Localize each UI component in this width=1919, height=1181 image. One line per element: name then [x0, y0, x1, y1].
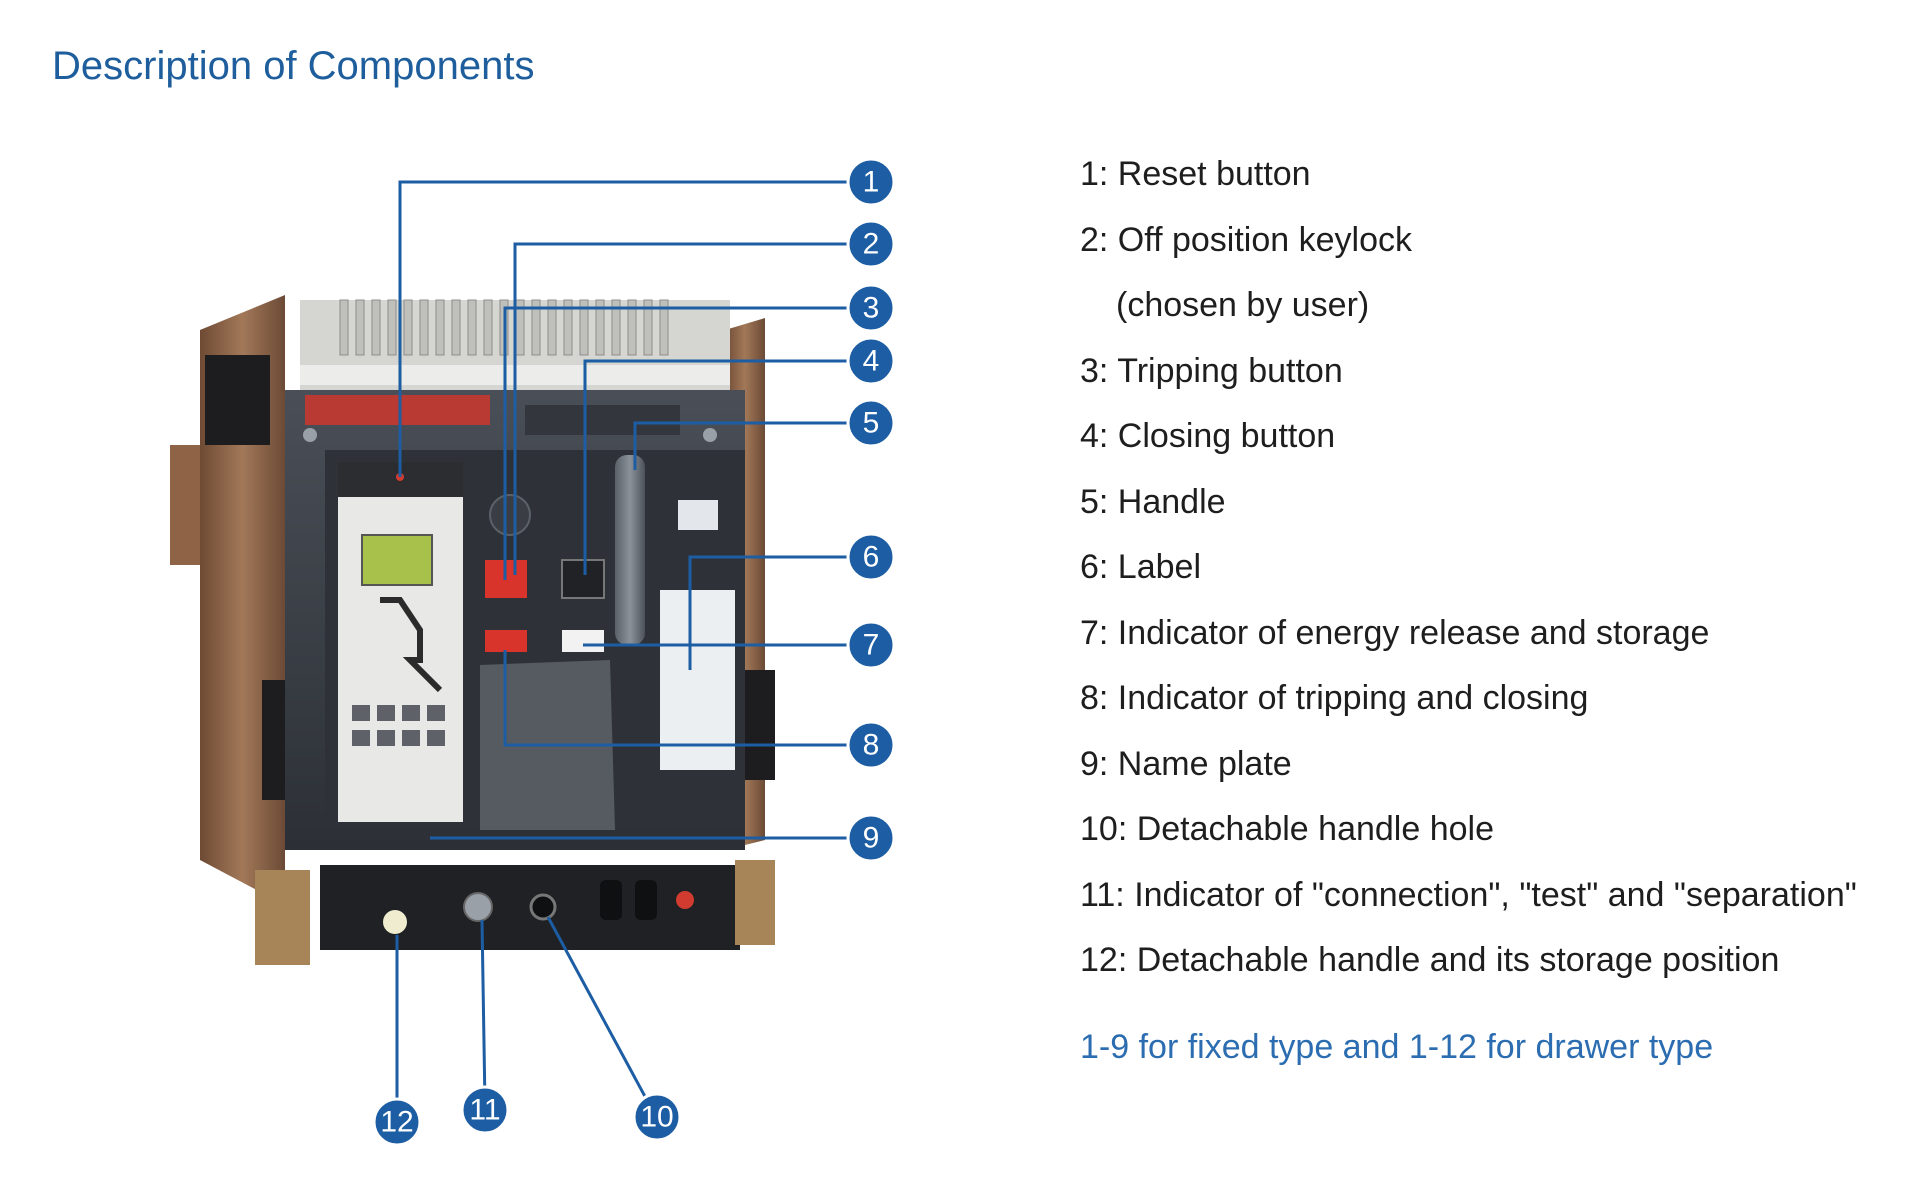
name-plate [660, 590, 735, 770]
warning-label [305, 395, 490, 425]
brand-label [678, 500, 718, 530]
handle[interactable] [615, 455, 645, 645]
leader-10 [546, 916, 657, 1116]
callout-1-label: 1 [863, 166, 880, 199]
callout-9-label: 9 [863, 822, 880, 855]
component-item-6: 6: Label [1080, 548, 1201, 586]
callout-7: 7 [846, 620, 896, 670]
callout-4-label: 4 [863, 345, 880, 378]
component-item-3: 3: Tripping button [1080, 351, 1343, 390]
callout-11-label: 11 [469, 1094, 500, 1127]
terminal-teeth [339, 299, 669, 356]
type-footnote: 1-9 for fixed type and 1-12 for drawer t… [1080, 1028, 1714, 1066]
leader-11 [480, 919, 487, 1106]
slot-a [600, 880, 622, 920]
trip-unit-keys [352, 705, 445, 746]
right-connector [745, 670, 775, 780]
closing-button[interactable] [561, 559, 605, 599]
component-item-2-note: (chosen by user) [1116, 286, 1370, 324]
component-item-12: 12: Detachable handle and its storage po… [1080, 941, 1780, 979]
leader-8 [503, 650, 865, 747]
trip-unit [338, 462, 463, 822]
callout-3: 3 [846, 283, 896, 333]
screw-tl [303, 428, 317, 442]
callout-6-label: 6 [863, 541, 880, 574]
callout-4: 4 [846, 336, 896, 386]
leader-6 [688, 555, 865, 670]
component-item-9: 9: Name plate [1080, 744, 1292, 783]
component-item-2: 2: Off position keylock [1080, 220, 1412, 259]
top-vents [525, 405, 680, 435]
right-foot [735, 860, 775, 945]
energy-indicator [562, 630, 604, 652]
callout-10: 10 [632, 1092, 682, 1142]
callout-10-label: 10 [640, 1101, 673, 1134]
component-item-10: 10: Detachable handle hole [1080, 810, 1494, 848]
callout-7-label: 7 [863, 629, 880, 662]
screw-tr [703, 428, 717, 442]
component-item-5: 5: Handle [1080, 482, 1226, 521]
left-bracket [170, 445, 200, 565]
leader-1 [398, 180, 865, 477]
component-item-7: 7: Indicator of energy release and stora… [1080, 613, 1710, 652]
callout-9: 9 [846, 813, 896, 863]
callout-5-label: 5 [863, 407, 880, 440]
left-foot [255, 870, 310, 965]
component-item-1: 1: Reset button [1080, 155, 1311, 193]
callout-8-label: 8 [863, 729, 880, 762]
keylock[interactable] [489, 494, 531, 536]
components-list: 1: Reset button 2: Off position keylock … [1080, 148, 1857, 1000]
callout-2: 2 [846, 219, 896, 269]
callout-1: 1 [846, 157, 896, 207]
handle-storage[interactable] [383, 910, 407, 934]
callout-6: 6 [846, 532, 896, 582]
circuit-breaker-illustration [170, 295, 775, 965]
callout-8: 8 [846, 720, 896, 770]
component-item-4: 4: Closing button [1080, 417, 1336, 455]
page-title: Description of Components [52, 44, 535, 88]
callout-5: 5 [846, 398, 896, 448]
callout-11: 11 [460, 1085, 510, 1135]
trip-close-indicator [485, 630, 527, 652]
callout-12-label: 12 [380, 1106, 413, 1139]
leader-3 [503, 306, 865, 580]
handle-hole[interactable] [529, 893, 557, 921]
lcd-display [361, 534, 433, 586]
leader-4 [583, 359, 865, 575]
callout-3-label: 3 [863, 292, 880, 325]
leader-lines [395, 180, 865, 1116]
callout-2-label: 2 [863, 228, 880, 261]
component-item-8: 8: Indicator of tripping and closing [1080, 679, 1589, 717]
leader-5 [633, 421, 865, 470]
component-item-11: 11: Indicator of "connection", "test" an… [1080, 875, 1857, 914]
callout-12: 12 [372, 1097, 422, 1147]
lock-button [676, 891, 694, 909]
leader-2 [513, 242, 865, 575]
position-indicator[interactable] [463, 892, 493, 922]
trip-curve [380, 597, 443, 693]
left-slot [205, 355, 270, 445]
slot-b [635, 880, 657, 920]
